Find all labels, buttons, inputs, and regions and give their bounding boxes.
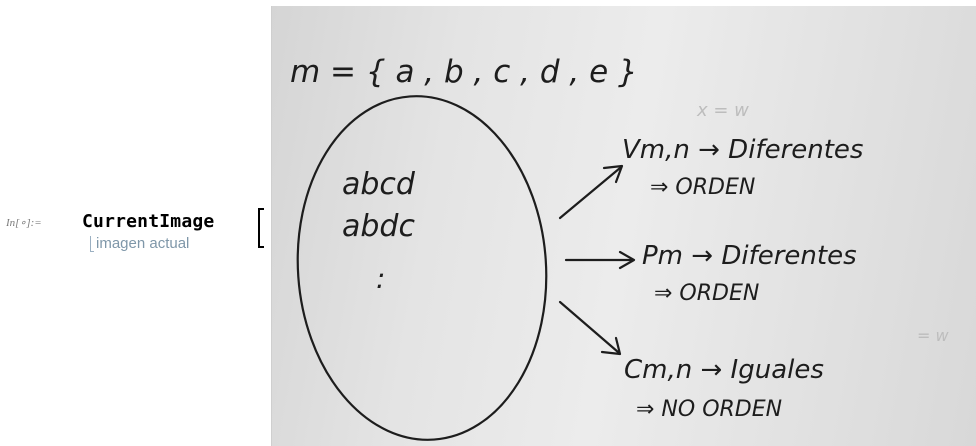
set-definition: m = { a , b , c , d , e }: [290, 54, 638, 90]
branch-variations-note: ⇒ ORDEN: [650, 175, 755, 200]
captured-image[interactable]: x = w = w m = { a , b , c , d , e } abcd…: [271, 6, 976, 446]
arrow-up: [558, 166, 622, 220]
arrow-down: [558, 300, 620, 354]
tooltip-bracket-icon: [90, 236, 94, 252]
circle-line-1: abcd: [342, 167, 416, 202]
function-tooltip: imagen actual: [96, 235, 190, 252]
arrow-up-head: [602, 164, 624, 184]
arrow-down-head: [600, 336, 622, 356]
ghost-mark: = w: [917, 326, 949, 345]
open-bracket: [258, 208, 264, 248]
branch-permutations: Pm → Diferentes: [642, 241, 857, 271]
branch-combinations-note: ⇒ NO ORDEN: [636, 397, 782, 422]
circle-line-2: abdc: [342, 209, 415, 244]
branch-variations: Vm,n → Diferentes: [622, 135, 863, 165]
whiteboard-photo: x = w = w m = { a , b , c , d , e } abcd…: [290, 54, 949, 441]
ghost-mark: x = w: [696, 100, 749, 121]
set-circle: [296, 95, 548, 441]
branch-combinations: Cm,n → Iguales: [624, 355, 824, 385]
branch-permutations-note: ⇒ ORDEN: [654, 281, 759, 306]
arrow-middle-head: [618, 250, 636, 270]
circle-line-3: :: [376, 262, 385, 295]
function-name[interactable]: CurrentImage: [82, 211, 215, 232]
cell-label: In[∘]:=: [6, 217, 42, 229]
